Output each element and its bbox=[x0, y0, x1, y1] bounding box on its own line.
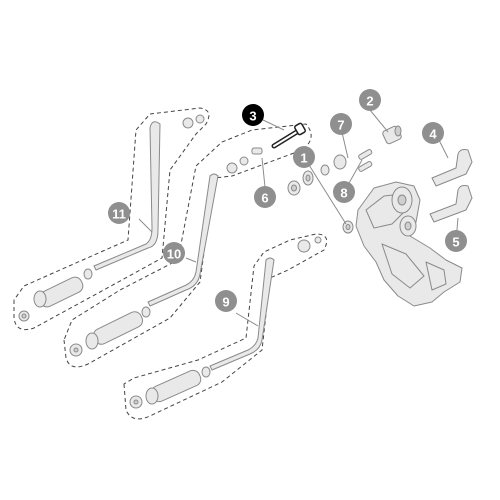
callout-8-label: 8 bbox=[340, 186, 347, 201]
tube-assembly-11 bbox=[18, 114, 205, 322]
callout-9: 9 bbox=[215, 290, 237, 312]
callout-6: 6 bbox=[254, 186, 276, 208]
callout-5-label: 5 bbox=[452, 235, 459, 250]
callout-7: 7 bbox=[330, 113, 352, 135]
callout-1: 1 bbox=[293, 146, 315, 168]
callout-10-label: 10 bbox=[167, 247, 181, 262]
tube-assembly-10 bbox=[69, 147, 263, 357]
callout-10: 10 bbox=[163, 242, 185, 264]
group-outline-9 bbox=[123, 233, 328, 420]
callout-3: 3 bbox=[242, 104, 264, 126]
handle-5 bbox=[429, 185, 473, 223]
bolt-3 bbox=[271, 122, 306, 149]
group-outline-11 bbox=[13, 107, 210, 331]
callout-3-label: 3 bbox=[249, 109, 256, 124]
callout-11-label: 11 bbox=[112, 207, 126, 222]
group-outline-10 bbox=[63, 123, 312, 368]
callout-2: 2 bbox=[359, 89, 381, 111]
washers-and-pins bbox=[287, 125, 402, 234]
callout-9-label: 9 bbox=[222, 295, 229, 310]
handle-4 bbox=[431, 149, 473, 187]
callout-6-label: 6 bbox=[261, 191, 268, 206]
callout-4-label: 4 bbox=[429, 127, 437, 142]
leader-lines bbox=[138, 109, 459, 327]
callout-8: 8 bbox=[333, 181, 355, 203]
tube-assembly-9 bbox=[129, 236, 322, 409]
callout-1-label: 1 bbox=[300, 151, 307, 166]
callout-11: 11 bbox=[108, 202, 130, 224]
main-bracket bbox=[355, 181, 463, 307]
callout-4: 4 bbox=[422, 122, 444, 144]
callout-2-label: 2 bbox=[366, 94, 373, 109]
callout-5: 5 bbox=[445, 230, 467, 252]
callout-7-label: 7 bbox=[337, 118, 344, 133]
